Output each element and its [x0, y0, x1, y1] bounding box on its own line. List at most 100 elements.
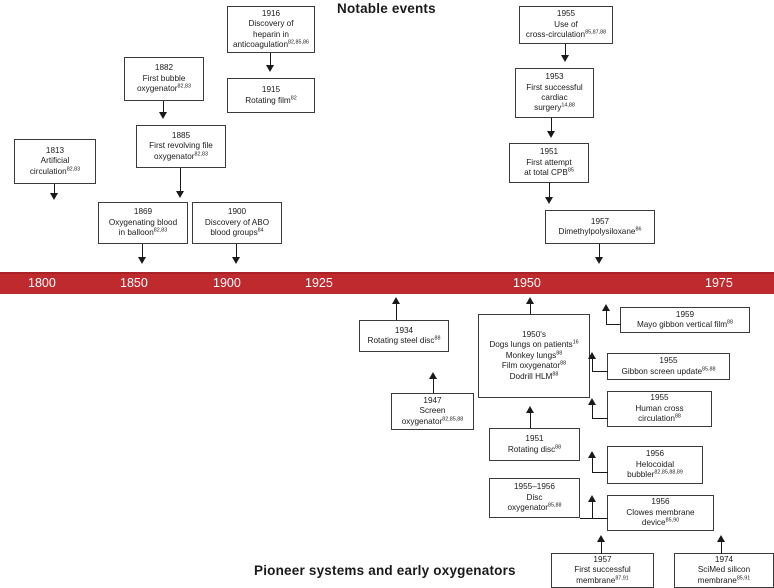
node-line: in balloon82,83 [118, 227, 168, 238]
node-line: oxygenator82,85,88 [401, 415, 464, 426]
node-line: 1813 [45, 145, 65, 155]
node-line: First successful [574, 565, 631, 575]
node-line: SciMed silicon [697, 565, 751, 575]
node-1956-clowes-membrane-device: 1956 Clowes membrane device85,90 [607, 495, 714, 531]
node-1934-rotating-steel-disc: 1934 Rotating steel disc88 [359, 320, 449, 352]
connector-line [142, 244, 144, 259]
node-1956-helocoidal-bubbler: 1956 Helocoidal bubbler82,85,88,89 [607, 446, 703, 484]
node-line: First bubble [142, 73, 186, 83]
arrow-down-icon [561, 55, 569, 62]
node-line: Rotating disc88 [507, 443, 562, 454]
node-1955-1956-disc-oxygenator: 1955–1956 Disc oxygenator85,88 [489, 478, 580, 518]
node-line: membrane87,91 [576, 574, 629, 585]
node-line: Dogs lungs on patients16 [489, 339, 579, 350]
connector-line [580, 518, 608, 520]
connector-line [270, 53, 272, 67]
node-line: 1885 [171, 130, 191, 140]
node-line: Dodrill HLM88 [509, 370, 559, 381]
arrow-up-icon [429, 372, 437, 379]
arrow-down-icon [50, 193, 58, 200]
node-line: 1957 [593, 554, 612, 564]
node-line: Rotating film82 [245, 94, 297, 105]
timeline-year-1950: 1950 [513, 276, 541, 290]
connector-line [599, 244, 601, 259]
arrow-up-icon [588, 451, 596, 458]
node-line: Screen [419, 406, 446, 416]
node-line: Artificial [40, 156, 70, 166]
node-1951-rotating-disc: 1951 Rotating disc88 [489, 428, 580, 461]
node-line: bubbler82,85,88,89 [627, 469, 683, 480]
node-line: Use of [554, 19, 578, 29]
connector-line [592, 472, 608, 474]
node-1950s-pioneer-systems: 1950's Dogs lungs on patients16 Monkey l… [478, 314, 590, 398]
connector-line [180, 168, 182, 193]
node-line: 1956 [645, 449, 665, 459]
node-1955-human-cross-circulation: 1955 Human cross circulation88 [607, 391, 712, 427]
connector-line [606, 310, 608, 325]
node-1916-discovery-of-heparin: 1916 Discovery of heparin in anticoagula… [227, 6, 315, 53]
arrow-up-icon [588, 352, 596, 359]
timeline-bar [0, 272, 774, 294]
node-1813-artificial-circulation: 1813 Artificial circulation82,83 [14, 139, 96, 184]
arrow-down-icon [266, 65, 274, 72]
arrow-down-icon [595, 257, 603, 264]
arrow-up-icon [717, 535, 725, 542]
arrow-down-icon [176, 191, 184, 198]
connector-line [592, 501, 594, 519]
node-line: surgery14,88 [534, 102, 575, 113]
node-line: 1934 [394, 325, 414, 335]
arrow-up-icon [588, 398, 596, 405]
node-1947-screen-oxygenator: 1947 Screen oxygenator82,85,88 [391, 393, 474, 430]
connector-line [433, 378, 435, 393]
node-1915-rotating-film: 1915 Rotating film82 [227, 78, 315, 113]
node-line: anticoagulation82,85,86 [232, 39, 310, 49]
connector-line [601, 541, 603, 554]
node-line: 1915 [261, 85, 281, 95]
connector-line [551, 118, 553, 133]
timeline-year-1975: 1975 [705, 276, 733, 290]
node-1957-dimethylpolysiloxane: 1957 Dimethylpolysiloxane86 [545, 210, 655, 244]
node-line: 1900 [227, 207, 247, 217]
node-1882-first-bubble-oxygenator: 1882 First bubble oxygenator82,83 [124, 57, 204, 101]
node-1951-first-attempt-at-total-cpb: 1951 First attempt at total CPB85 [509, 143, 589, 183]
node-1955-gibbon-screen-update: 1955 Gibbon screen update85,88 [607, 353, 730, 380]
connector-line [592, 358, 594, 372]
timeline-year-1850: 1850 [120, 276, 148, 290]
connector-line [396, 303, 398, 320]
node-line: cardiac [541, 93, 568, 102]
node-line: 1957 [590, 216, 610, 226]
arrow-down-icon [138, 257, 146, 264]
node-line: First revolving file [149, 141, 213, 151]
node-line: 1956 [651, 497, 670, 507]
timeline-bar-top-shade [0, 272, 774, 274]
arrow-up-icon [597, 535, 605, 542]
node-line: Monkey lungs88 [505, 350, 563, 360]
node-line: 1950's [522, 329, 546, 339]
node-line: blood groups84 [210, 227, 264, 238]
connector-line [530, 412, 532, 428]
node-line: cross-circulation85,87,88 [525, 29, 607, 40]
connector-line [606, 324, 621, 326]
node-line: 1955 [650, 393, 669, 403]
arrow-up-icon [526, 297, 534, 304]
node-line: Human cross [635, 403, 684, 413]
arrow-up-icon [526, 406, 534, 413]
node-line: 1916 [261, 8, 281, 18]
node-line: Discovery of ABO [204, 217, 270, 227]
node-1953-first-successful-cardiac-surgery: 1953 First successful cardiac surgery14,… [515, 68, 594, 118]
node-line: membrane85,91 [697, 574, 751, 585]
node-line: 1951 [539, 147, 559, 157]
node-line: oxygenator82,83 [136, 83, 191, 94]
arrow-down-icon [545, 197, 553, 204]
node-line: Dimethylpolysiloxane86 [558, 226, 642, 236]
node-line: Discovery of [248, 19, 294, 29]
arrow-down-icon [232, 257, 240, 264]
node-line: First attempt [526, 157, 572, 167]
connector-line [592, 371, 608, 373]
node-line: at total CPB85 [524, 167, 574, 178]
connector-line [549, 183, 551, 199]
connector-line [592, 418, 608, 420]
connector-line [592, 404, 594, 419]
node-1955-use-of-cross-circulation: 1955 Use of cross-circulation85,87,88 [519, 6, 613, 44]
timeline-year-1925: 1925 [305, 276, 333, 290]
